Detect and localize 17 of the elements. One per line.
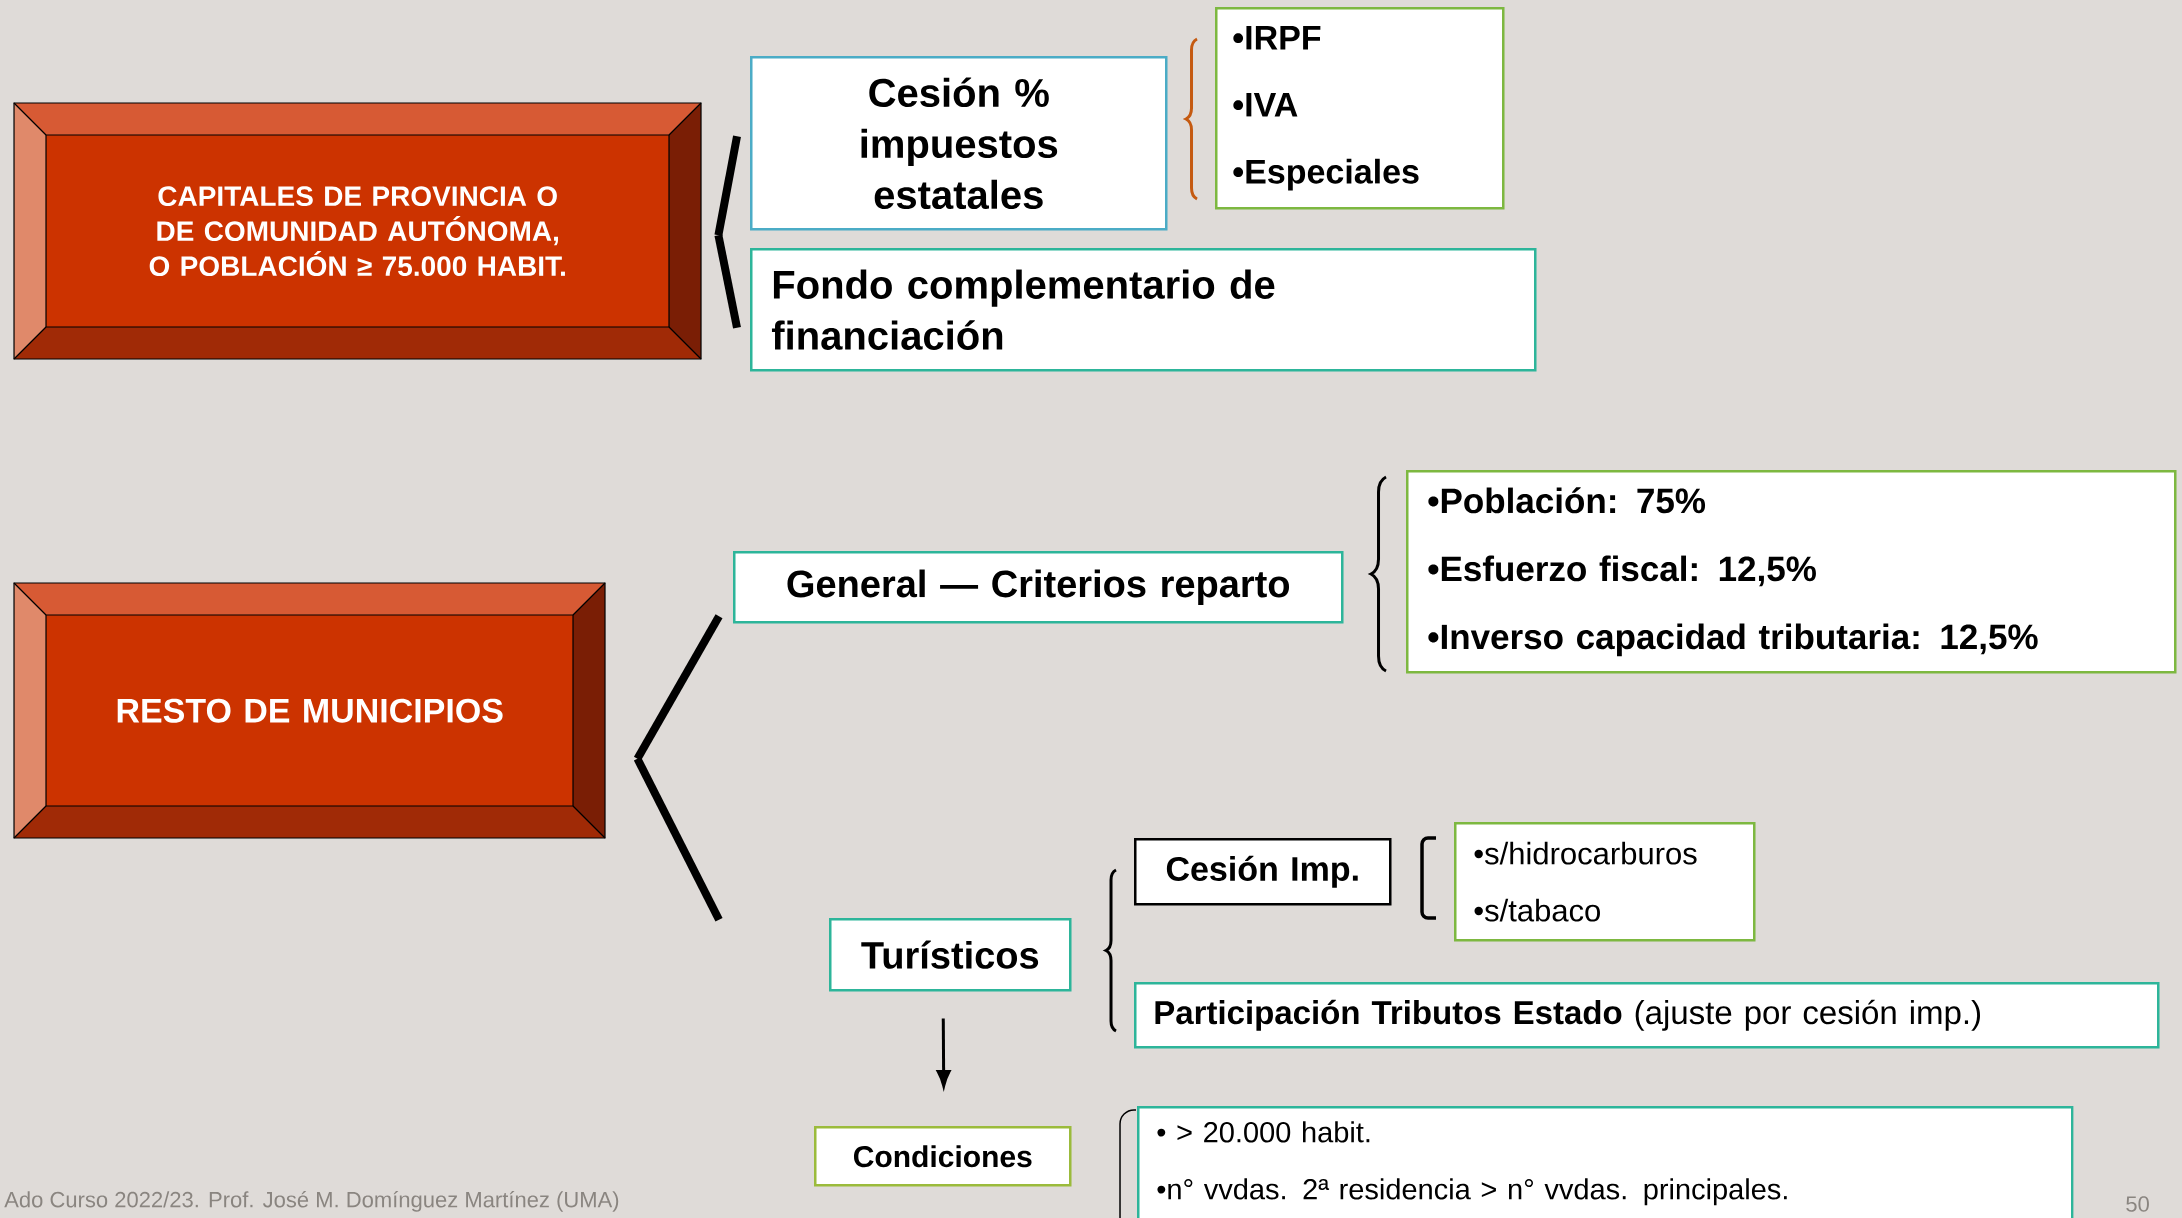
bracket-line — [633, 756, 723, 922]
text-box: Condiciones — [814, 1126, 1072, 1187]
text-box: General — Criterios reparto — [733, 551, 1344, 624]
text-box: •s/hidrocarburos •s/tabaco — [1454, 822, 1756, 942]
footer-text: 50 — [2126, 1196, 2149, 1212]
text-box: Participación Tributos Estado (ajuste por cesión imp.) — [1134, 982, 2160, 1049]
text-box: •Población: 75% •Esfuerzo fiscal: 12,5% •Inverso capacidad tributaria: 12,5% — [1406, 470, 2177, 674]
text-box: Cesión Imp. — [1134, 838, 1392, 906]
text-box: • > 20.000 habit. •n° vvdas. 2ª residencia > n° vvdas. principales. — [1137, 1106, 2074, 1218]
text-box: Cesión % impuestos estatales — [750, 56, 1168, 231]
footer-text: Ado Curso 2022/23. Prof. José M. Domínguez Martínez (UMA) — [4, 1191, 619, 1212]
text-box: Turísticos — [829, 918, 1072, 992]
text-box: Fondo complementario de financiación — [750, 248, 1537, 372]
bevelled-box: RESTO DE MUNICIPIOS — [13, 582, 606, 839]
text-box: •IRPF •IVA •Especiales — [1215, 7, 1505, 210]
bevelled-box: CAPITALES DE PROVINCIA O DE COMUNIDAD AUTÓNOMA, O POBLACIÓN ≥ 75.000 HABIT. — [13, 102, 702, 360]
bracket-line — [633, 614, 723, 761]
